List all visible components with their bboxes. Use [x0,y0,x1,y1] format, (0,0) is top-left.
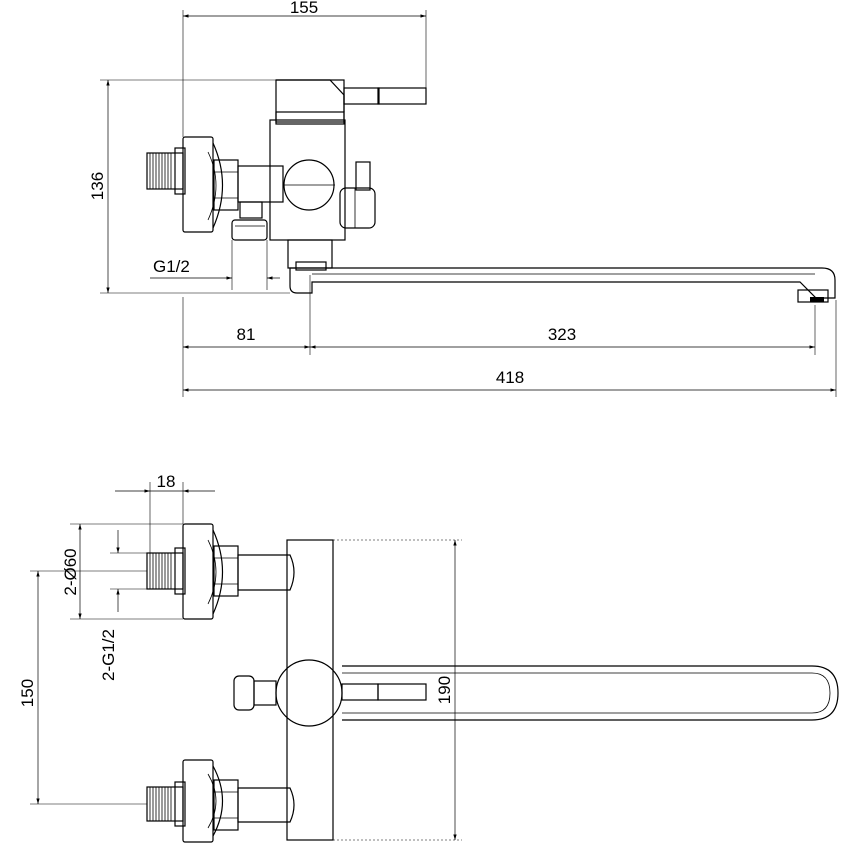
dim-81: 81 [182,275,311,397]
dim-418: 418 [183,300,837,397]
dim-2-g12-label: 2-G1/2 [99,629,118,681]
dim-150: 150 [18,570,147,805]
dim-2-d60-label: 2-Ø60 [61,548,80,595]
dim-136: 136 [88,79,290,294]
front-valve-body [233,539,839,841]
dim-18: 18 [115,472,215,553]
dim-323-label: 323 [548,325,576,344]
dim-155-label: 155 [290,0,318,17]
dim-136-label: 136 [88,172,107,200]
front-lower-inlet [146,759,295,843]
dim-81-label: 81 [237,325,256,344]
side-threaded-inlet [146,147,186,195]
front-view: 18 2-Ø60 2-G1/2 150 190 [18,472,839,843]
dim-g12-side: G1/2 [150,240,280,290]
dim-418-label: 418 [496,368,524,387]
dim-2-d60: 2-Ø60 [61,523,183,620]
side-connector-nut [213,159,284,211]
dim-190: 190 [333,539,462,841]
side-wall-flange [182,136,224,233]
dim-155: 155 [182,0,427,137]
side-valve-body [269,79,427,271]
dim-150-label: 150 [18,679,37,707]
side-view: 155 136 G1/2 81 323 41 [88,0,837,397]
dim-190-label: 190 [435,676,454,704]
side-diverter-knob [231,201,268,241]
side-spout [289,267,836,303]
front-upper-inlet [146,523,295,620]
dim-18-label: 18 [157,472,176,491]
dim-323: 323 [310,305,816,355]
dim-2-g12: 2-G1/2 [99,530,147,681]
dim-g12-side-label: G1/2 [153,257,190,276]
